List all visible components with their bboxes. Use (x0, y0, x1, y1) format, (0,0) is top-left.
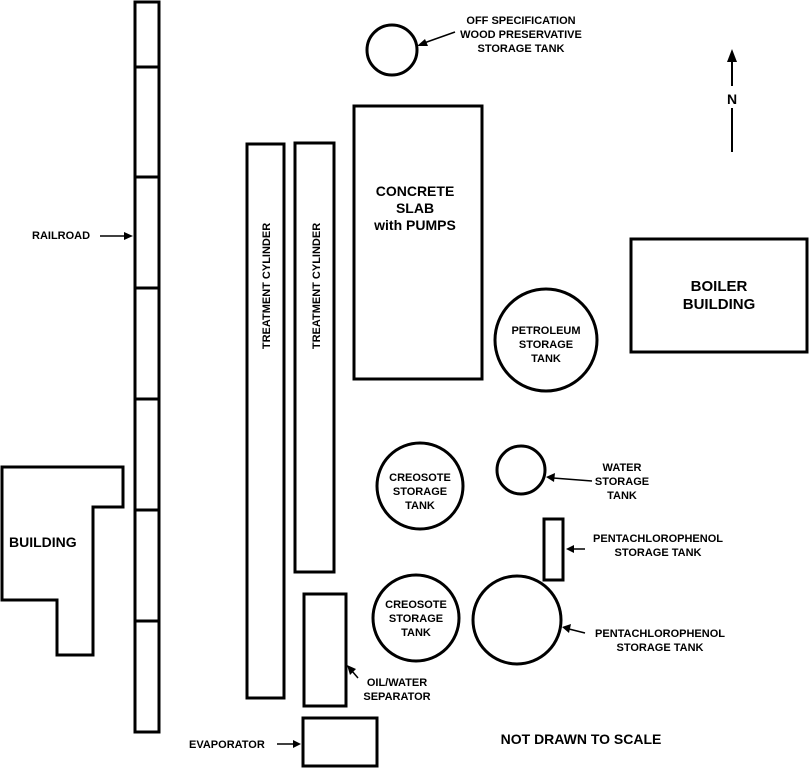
treatment-cylinder-1-label: TREATMENT CYLINDER (261, 223, 273, 349)
slab-label-line1: CONCRETE (376, 183, 455, 199)
petroleum-label-line1: PETROLEUM (511, 325, 580, 337)
concrete-slab (352, 104, 484, 381)
petroleum-label-line2: STORAGE (519, 339, 573, 351)
off-spec-label-line1: OFF SPECIFICATION (466, 15, 575, 27)
penta-small-label-line1: PENTACHLOROPHENOL (593, 533, 723, 545)
creosote-label-line1: CREOSOTE (389, 472, 451, 484)
off-spec-label-line2: WOOD PRESERVATIVE (460, 29, 582, 41)
creosote2-label-line1: CREOSOTE (385, 599, 447, 611)
pentachlorophenol-storage-tank-small (542, 517, 565, 582)
evaporator (301, 716, 379, 768)
creosote2-label-line3: TANK (401, 627, 431, 639)
creosote2-label-line2: STORAGE (389, 613, 443, 625)
creosote-label-line3: TANK (405, 500, 435, 512)
boiler-label-line1: BOILER (691, 278, 748, 295)
slab-label-line3: with PUMPS (373, 217, 456, 233)
off-spec-label-line3: STORAGE TANK (478, 43, 565, 55)
penta-small-arrow (566, 545, 585, 553)
penta-large-arrow (562, 624, 586, 634)
building-label: BUILDING (9, 534, 77, 550)
railroad-label: RAILROAD (32, 230, 90, 242)
water-label-line3: TANK (607, 490, 637, 502)
penta-large-label-line2: STORAGE TANK (617, 642, 704, 654)
water-tank-arrow (546, 473, 593, 482)
railroad-track (133, 0, 161, 734)
water-storage-tank (495, 444, 547, 496)
pentachlorophenol-storage-tank-large (471, 574, 563, 666)
building-outline (0, 465, 125, 657)
oil-water-label-line2: SEPARATOR (363, 691, 430, 703)
slab-label-line2: SLAB (396, 200, 434, 216)
treatment-cylinder-2 (293, 141, 336, 574)
water-label-line1: WATER (603, 462, 642, 474)
not-to-scale-note: NOT DRAWN TO SCALE (501, 731, 662, 747)
evaporator-arrow (277, 740, 301, 748)
oil-water-arrow (347, 665, 359, 679)
railroad-arrow (100, 232, 133, 240)
penta-small-label-line2: STORAGE TANK (615, 547, 702, 559)
off-spec-arrow (417, 31, 456, 46)
north-label: N (727, 91, 737, 107)
treatment-cylinder-1 (245, 142, 286, 700)
treatment-cylinder-2-label: TREATMENT CYLINDER (311, 223, 323, 349)
creosote-label-line2: STORAGE (393, 486, 447, 498)
water-label-line2: STORAGE (595, 476, 649, 488)
penta-large-label-line1: PENTACHLOROPHENOL (595, 628, 725, 640)
north-arrow (727, 49, 737, 152)
boiler-building (629, 237, 809, 354)
creosote-storage-tank-1 (375, 441, 465, 531)
creosote-storage-tank-2 (371, 573, 461, 663)
boiler-label-line2: BUILDING (683, 296, 756, 313)
petroleum-storage-tank (493, 287, 599, 393)
oil-water-separator (302, 592, 348, 708)
oil-water-label-line1: OIL/WATER (367, 677, 427, 689)
evaporator-label: EVAPORATOR (189, 739, 265, 751)
off-spec-tank (365, 23, 419, 77)
petroleum-label-line3: TANK (531, 353, 561, 365)
